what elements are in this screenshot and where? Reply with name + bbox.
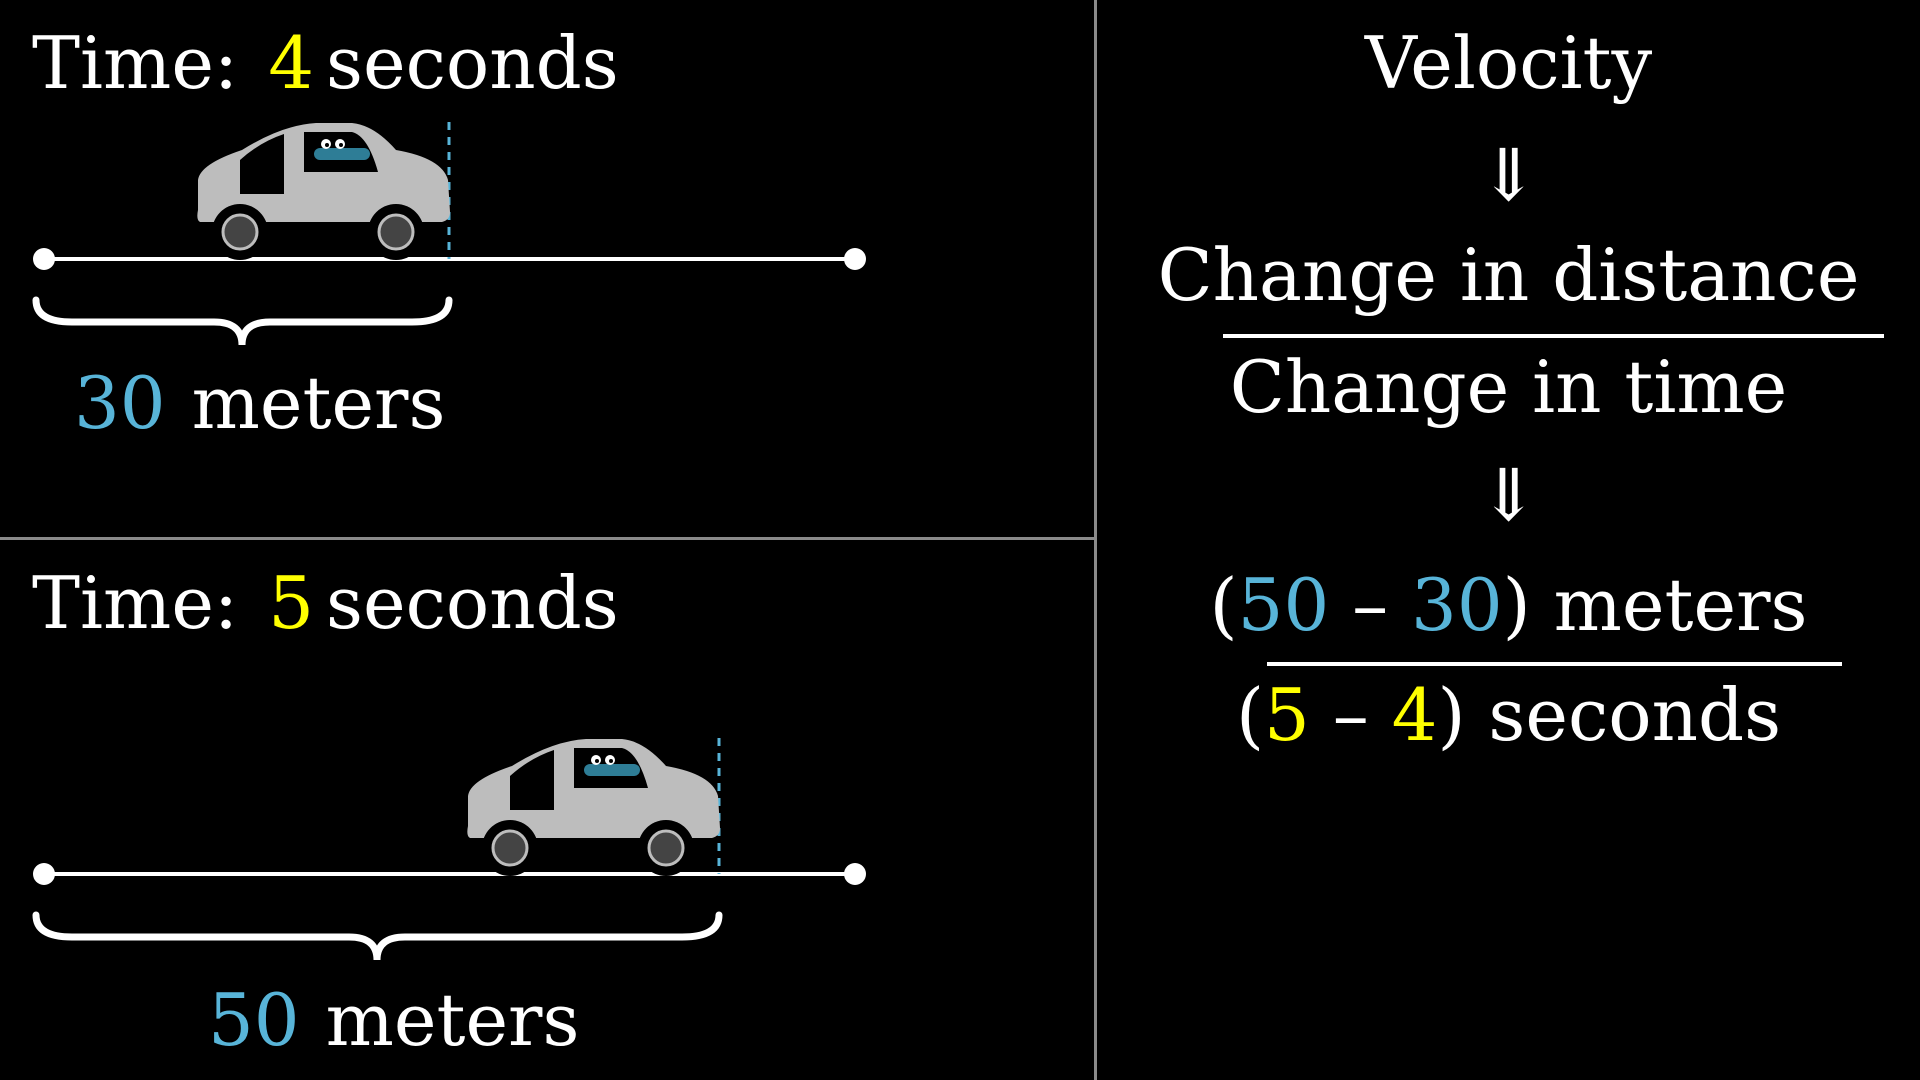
velocity-formula: Velocity ⇓ Change in distance Change in … — [1097, 0, 1920, 1080]
time-unit: seconds — [326, 21, 619, 105]
car-icon — [197, 123, 450, 260]
implies-arrow-icon: ⇓ — [1478, 133, 1539, 217]
distance-brace — [32, 911, 723, 961]
distance-readout: 30 meters — [74, 358, 445, 448]
time-value: 4 — [1391, 673, 1438, 757]
distance-unit: meters — [191, 361, 446, 445]
distance-unit: meters — [1553, 563, 1808, 647]
track-end-dot — [844, 863, 866, 885]
denominator-values: (5 – 4) seconds — [1097, 670, 1920, 760]
time-unit: seconds — [326, 561, 619, 645]
time-label: Time: — [32, 561, 239, 645]
horizontal-divider — [0, 537, 1094, 540]
time-value: 4 — [268, 21, 315, 105]
time-label: Time: — [32, 21, 239, 105]
distance-readout: 50 meters — [208, 975, 579, 1065]
minus-sign: – — [1352, 563, 1389, 647]
denominator-words: Change in time — [1229, 345, 1788, 429]
paren-open: ( — [1235, 673, 1265, 757]
track-start-dot — [33, 863, 55, 885]
fraction-bar-words — [1223, 334, 1884, 338]
time-value: 5 — [268, 561, 315, 645]
distance-value: 50 — [208, 978, 300, 1062]
numerator-words: Change in distance — [1157, 233, 1860, 317]
paren-open: ( — [1209, 563, 1238, 647]
paren-close: ) — [1437, 673, 1466, 757]
car-icon — [467, 739, 720, 876]
distance-value: 50 — [1237, 563, 1330, 647]
distance-brace — [32, 296, 453, 346]
formula-title: Velocity — [1364, 21, 1653, 105]
time-value: 5 — [1264, 673, 1310, 757]
numerator-values: (50 – 30) meters — [1097, 560, 1920, 650]
distance-unit: meters — [325, 978, 580, 1062]
track-start-dot — [33, 248, 55, 270]
track-scene — [32, 122, 866, 346]
minus-sign: – — [1332, 673, 1369, 757]
track-scene — [32, 738, 866, 961]
distance-value: 30 — [74, 361, 166, 445]
paren-close: ) — [1502, 563, 1531, 647]
track-end-dot — [844, 248, 866, 270]
time-unit: seconds — [1488, 673, 1782, 757]
implies-arrow-icon: ⇓ — [1478, 453, 1539, 537]
vertical-divider — [1094, 0, 1097, 1080]
distance-value: 30 — [1411, 563, 1503, 647]
fraction-bar-values — [1267, 662, 1842, 666]
